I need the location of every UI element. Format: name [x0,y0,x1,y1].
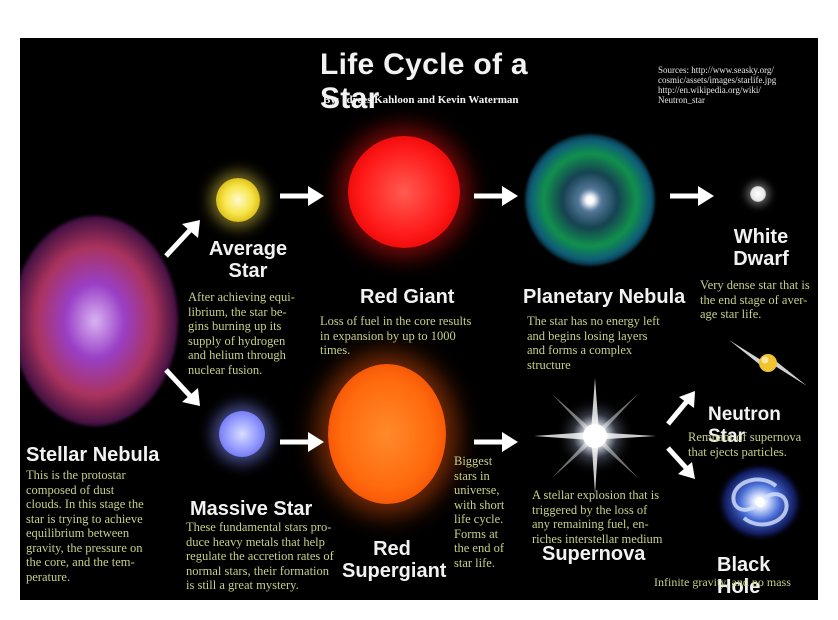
average-star-label: Average Star [206,238,290,282]
desc-line: After achieving equi- [188,290,295,304]
arrow-supernova-to-black-hole-icon [666,446,695,479]
sources-line: http://en.wikipedia.org/wiki/ [658,85,761,95]
desc-line: nuclear fusion. [188,362,263,377]
desc-line: gravity, the pressure on [26,540,143,555]
desc-line: in expansion by up to 1000 [320,328,456,343]
desc-line: perature. [26,569,71,584]
red-giant-description: Loss of fuel in the core results in expa… [320,314,500,358]
desc-line: This is the protostar [26,468,126,482]
planetary-nebula-label: Planetary Nebula [523,286,686,308]
arrow-supernova-to-neutron-icon [666,391,695,426]
poster-byline: By: Idrees Kahloon and Kevin Waterman [323,94,519,106]
arrow-massive-to-supergiant-icon [280,432,324,452]
arrow-supergiant-to-supernova-icon [474,432,518,452]
black-hole-label: Black Hole [717,554,771,598]
desc-line: and forms a complex [527,343,633,357]
stellar-nebula-description: This is the protostar composed of dust c… [26,468,176,584]
stellar-nebula-label: Stellar Nebula [26,444,160,466]
desc-line: normal stars, their formation [186,563,330,578]
desc-line: that ejects particles. [688,444,787,459]
desc-line: The star has no energy left [527,314,660,328]
label-line: White [733,226,789,248]
red-supergiant-description: Biggest stars in universe, with short li… [454,454,524,570]
desc-line: Loss of fuel in the core results [320,314,472,328]
arrow-nebula-to-average-icon [164,220,200,258]
desc-line: and helium through [188,348,286,362]
sources-line: cosmic/assets/images/starlife.jpg [658,75,777,85]
white-dwarf-label: White Dwarf [726,226,796,270]
desc-line: structure [527,357,571,372]
red-giant-image [348,136,460,248]
sources-line: Sources: http://www.seasky.org/ [658,65,774,75]
desc-line: the end stage of aver- [700,292,808,307]
desc-line: star is trying to achieve [26,511,143,526]
desc-line: the core, and the tem- [26,555,135,569]
desc-line: regulate the accretion rates of [186,549,334,563]
massive-star-description: These fundamental stars pro- duce heavy … [186,520,361,593]
desc-line: star life. [454,555,495,570]
red-supergiant-label: Red Supergiant [342,538,447,582]
desc-line: with short [454,497,505,512]
poster-title: Life Cycle of a Star [320,48,528,115]
planetary-nebula-image [525,134,655,266]
white-dwarf-image [750,186,766,202]
average-star-description: After achieving equi- librium, the star … [188,290,318,377]
label-line: Average [208,238,288,260]
desc-line: These fundamental stars pro- [186,520,332,534]
desc-line: any remaining fuel, en- [532,517,649,531]
desc-line: composed of dust [26,482,115,497]
supernova-description: A stellar explosion that is triggered by… [532,488,702,546]
red-giant-label: Red Giant [360,286,455,308]
label-line: Dwarf [733,248,789,270]
white-dwarf-description: Very dense star that is the end stage of… [700,278,816,322]
desc-line: Very dense star that is [700,278,810,292]
arrow-average-to-red-giant-icon [280,186,324,206]
desc-line: Biggest [454,454,493,468]
arrow-planetary-to-white-dwarf-icon [670,186,714,206]
desc-line: and begins losing layers [527,328,648,343]
label-line: Red [373,538,411,560]
desc-line: triggered by the loss of [532,502,648,517]
desc-line: librium, the star be- [188,304,287,319]
sources-note: Sources: http://www.seasky.org/ cosmic/a… [658,65,808,105]
massive-star-label: Massive Star [190,498,313,520]
desc-line: clouds. In this stage the [26,497,144,511]
desc-line: universe, [454,483,500,497]
supernova-label: Supernova [542,543,646,565]
label-line: Supergiant [342,560,447,582]
average-star-image [216,178,260,222]
red-supergiant-image [328,364,446,504]
desc-line: Forms at [454,526,499,541]
life-cycle-poster: Life Cycle of a Star By: Idrees Kahloon … [20,38,818,600]
desc-line: duce heavy metals that help [186,534,325,549]
desc-line: is still a great mystery. [186,578,299,592]
desc-line: supply of hydrogen [188,333,286,348]
desc-line: gins burning up its [188,319,282,333]
arrow-nebula-to-massive-icon [164,368,200,406]
black-hole-image [716,462,804,542]
neutron-star-description: Remnant of supernova that ejects particl… [688,430,814,459]
massive-star-image [219,411,265,457]
arrow-red-giant-to-planetary-icon [474,186,518,206]
neutron-star-image [729,340,807,386]
desc-line: equilibrium between [26,526,130,540]
stellar-nebula-image [20,216,178,426]
desc-line: Remnant of supernova [688,430,802,444]
neutron-star-label: Neutron Star [708,404,781,447]
desc-line: times. [320,343,351,357]
planetary-nebula-description: The star has no energy left and begins l… [527,314,697,372]
desc-line: life cycle. [454,512,504,526]
black-hole-description: Infinite gravity, and no mass [654,575,814,590]
desc-line: age star life. [700,307,762,321]
desc-line: stars in [454,468,490,483]
desc-line: the end of [454,541,504,555]
sources-line: Neutron_star [658,95,705,105]
desc-line: A stellar explosion that is [532,488,660,502]
supernova-image [534,378,656,494]
label-line: Star [228,260,268,282]
desc-line: riches interstellar medium [532,531,663,546]
desc-line: Infinite gravity, and no mass [654,575,791,589]
